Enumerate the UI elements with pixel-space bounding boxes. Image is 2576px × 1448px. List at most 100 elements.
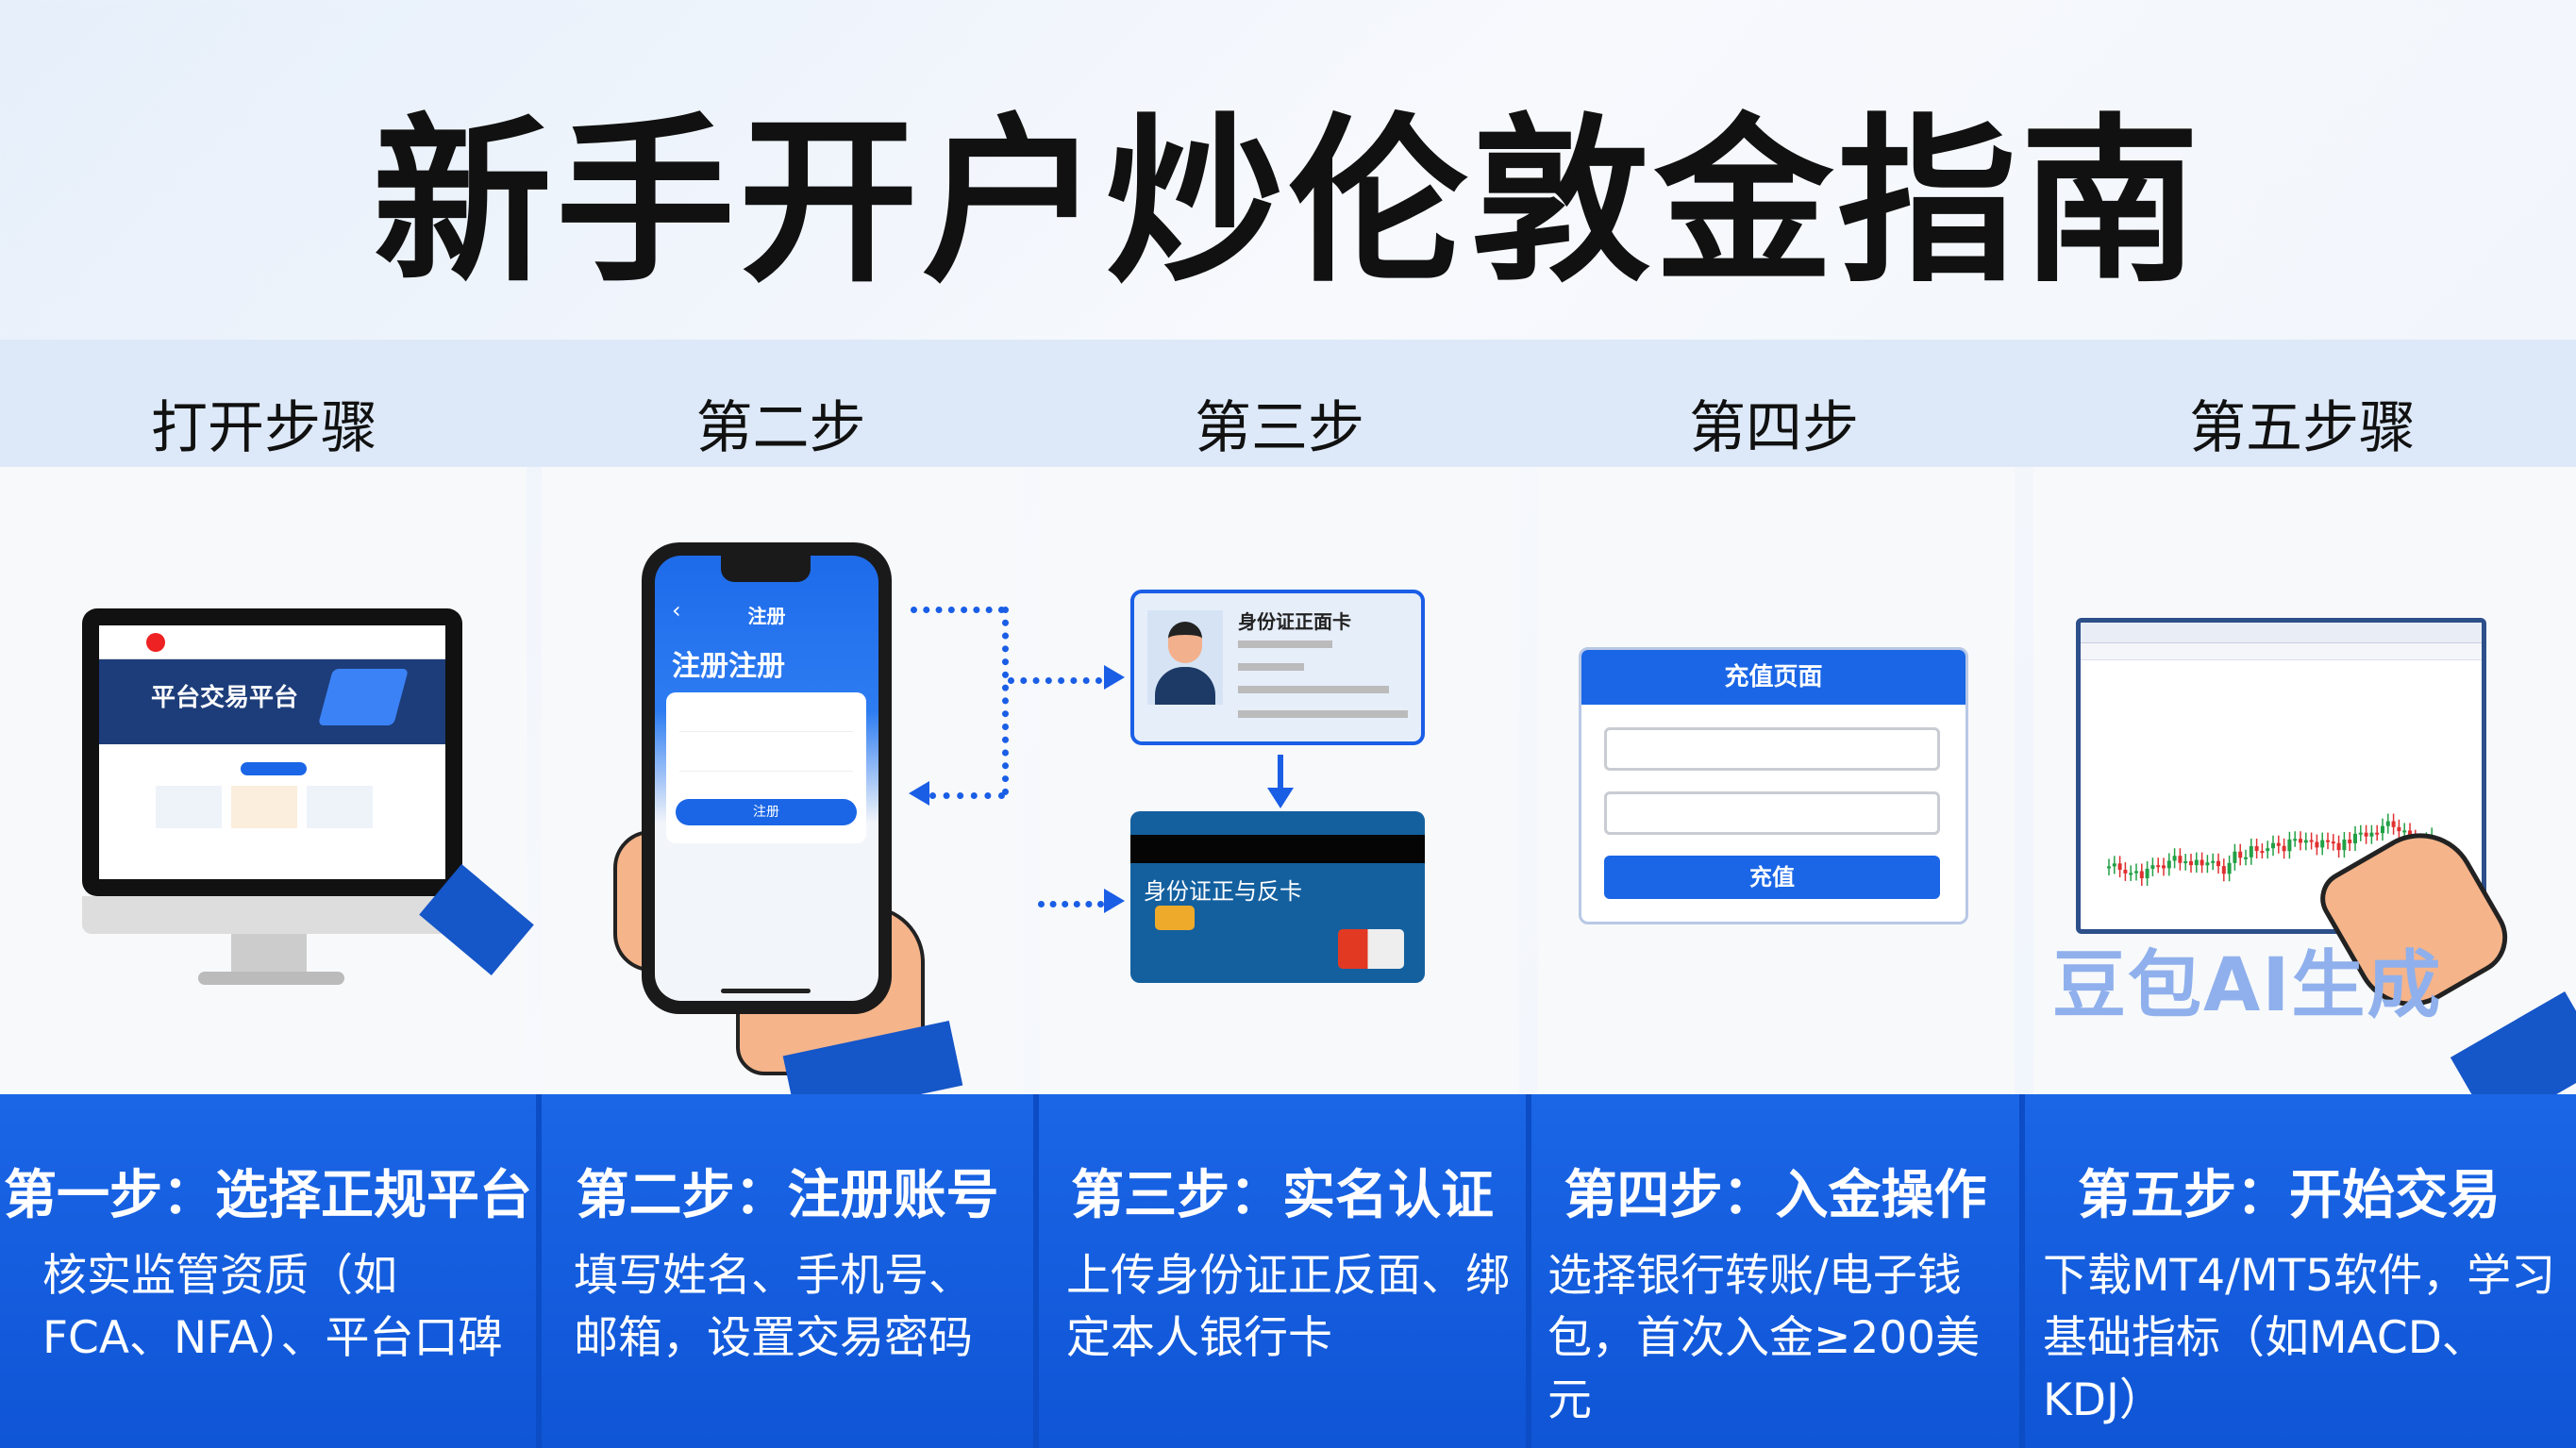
candle-body [2309, 840, 2314, 842]
candle-body [2150, 865, 2155, 869]
id-card-illustration: 身份证正面卡 [1130, 590, 1425, 745]
candle-body [2183, 861, 2188, 864]
step-label-band [0, 340, 2576, 467]
candle-body [2107, 866, 2111, 869]
chip-icon [1155, 906, 1195, 930]
step-label-2: 第二步 [695, 395, 866, 461]
bank-card-title: 身份证正与反卡 [1144, 878, 1302, 905]
candle-body [2254, 846, 2259, 852]
monitor-stand [231, 934, 307, 976]
step-2-text: 填写姓名、手机号、邮箱，设置交易密码 [574, 1250, 973, 1364]
candle-body [2156, 865, 2161, 868]
phone-register-button[interactable]: 注册 [676, 799, 857, 825]
phone-title: 注册注册 [672, 650, 785, 683]
candle-body [2227, 862, 2232, 874]
candle-body [2326, 840, 2330, 842]
monitor-chin [82, 896, 462, 934]
candle-body [2299, 839, 2302, 843]
step-5-heading: 第五步：开始交易 [2078, 1165, 2501, 1226]
candle-body [2211, 860, 2216, 863]
connector-line [1038, 901, 1104, 907]
candle-body [2145, 868, 2149, 879]
candle-body [2172, 856, 2177, 861]
deposit-form: 充值页面 充值 [1579, 647, 1968, 924]
website-banner-text: 平台交易平台 [151, 684, 299, 712]
step-label-4: 第四步 [1689, 395, 1859, 461]
arrow-left-icon [909, 781, 929, 806]
arrow-right-icon [1104, 665, 1125, 690]
candle-body [2134, 871, 2138, 874]
candle-body [2315, 841, 2319, 848]
candle-body [2216, 860, 2220, 867]
candle-body [2320, 840, 2325, 848]
step-3-text: 上传身份证正反面、绑定本人银行卡 [1066, 1250, 1510, 1364]
amount-input[interactable] [1604, 727, 1940, 771]
candle-body [2385, 821, 2390, 826]
candle-body [2353, 833, 2357, 844]
amount-confirm-input[interactable] [1604, 791, 1940, 835]
candle-body [2287, 839, 2292, 852]
divider [2019, 1094, 2025, 1448]
watermark: 豆包AI生成 [2052, 943, 2443, 1028]
connector-line [1002, 607, 1009, 795]
step-4-text: 选择银行转账/电子钱包，首次入金≥200美元 [1547, 1250, 1981, 1426]
candle-body [2244, 857, 2248, 859]
steps-description-band [0, 1094, 2576, 1448]
candle-body [2194, 859, 2199, 866]
candle-body [2162, 865, 2166, 869]
monitor-base [198, 972, 344, 985]
candle-body [2276, 842, 2281, 846]
connector-line [929, 792, 1005, 799]
id-card-title: 身份证正面卡 [1238, 610, 1351, 633]
candle-body [2117, 863, 2122, 871]
candle-body [2397, 826, 2401, 832]
step-label-3: 第三步 [1195, 395, 1364, 461]
candle-body [2178, 856, 2183, 863]
candle-body [2205, 862, 2210, 866]
card-logo-icon [1338, 929, 1404, 969]
candle-body [2221, 866, 2226, 874]
step-4-heading: 第四步：入金操作 [1564, 1165, 1987, 1226]
phone-illustration: 注册 ‹ 注册注册 注册 [642, 542, 892, 1014]
step-label-5: 第五步骤 [2189, 395, 2416, 461]
arrow-down-line [1278, 755, 1283, 792]
candle-body [2369, 832, 2374, 837]
candle-body [2391, 821, 2396, 827]
candle-body [2364, 832, 2368, 837]
candle-body [2303, 840, 2308, 843]
candle-body [2375, 832, 2380, 835]
candle-body [2129, 873, 2133, 875]
candle-body [2139, 871, 2144, 879]
candle-body [2402, 830, 2407, 833]
step-2-heading: 第二步：注册账号 [576, 1165, 999, 1226]
bank-card-illustration: 身份证正与反卡 [1130, 811, 1425, 983]
step-1-text: 核实监管资质（如FCA、NFA）、平台口碑 [42, 1250, 503, 1364]
candle-body [2189, 861, 2193, 866]
candle-body [2336, 842, 2341, 851]
candle-body [2249, 846, 2253, 857]
candle-body [2233, 851, 2237, 863]
phone-header: 注册 [747, 605, 786, 627]
candle-body [2200, 859, 2204, 866]
candle-body [2238, 851, 2243, 858]
arrow-right-icon [1104, 889, 1125, 913]
back-icon: ‹ [672, 597, 681, 624]
connector-line [1008, 677, 1102, 684]
divider [536, 1094, 542, 1448]
candle-body [2123, 870, 2128, 874]
candle-body [2266, 848, 2270, 852]
step-label-1: 打开步骤 [151, 395, 377, 461]
monitor-illustration: 平台交易平台 [82, 608, 462, 896]
candle-body [2348, 840, 2352, 844]
deposit-title: 充值页面 [1581, 650, 1965, 705]
candle-body [2342, 840, 2347, 851]
page-title: 新手开户炒伦敦金指南 [372, 98, 2203, 307]
arrow-down-icon [1267, 788, 1294, 808]
candle-body [2282, 845, 2286, 852]
step-3-heading: 第三步：实名认证 [1071, 1165, 1494, 1226]
candle-body [2381, 825, 2384, 834]
deposit-button[interactable]: 充值 [1604, 856, 1940, 899]
step-5-text: 下载MT4/MT5软件，学习基础指标（如MACD、KDJ） [2043, 1250, 2556, 1426]
candle-body [2358, 832, 2363, 835]
candle-body [2166, 860, 2171, 869]
